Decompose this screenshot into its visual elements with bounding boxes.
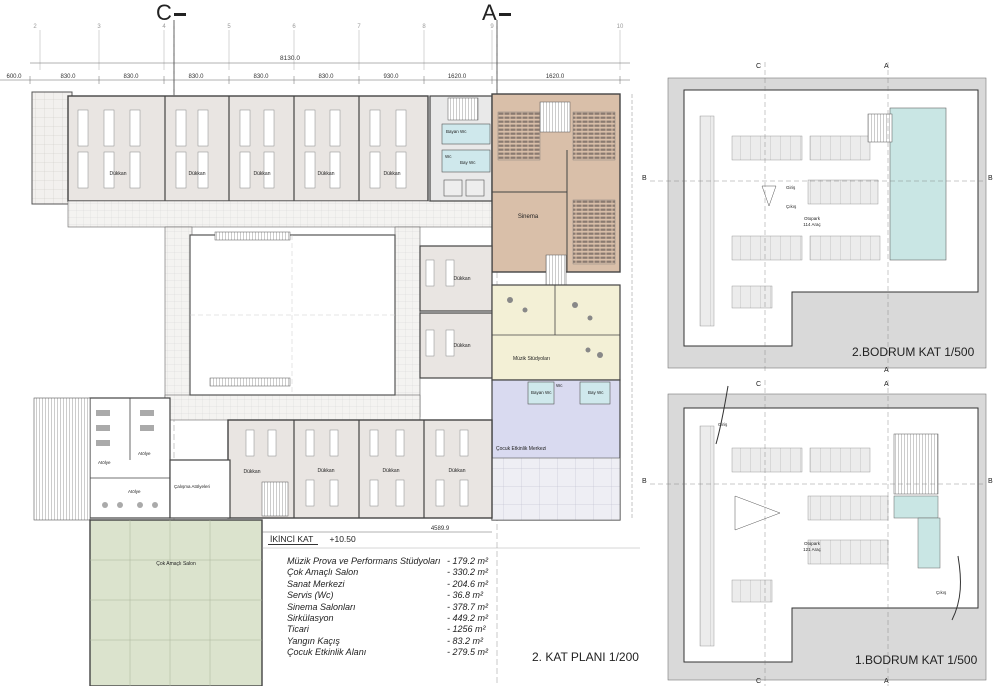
dimension-segment: 1620.0 (546, 74, 565, 80)
room-label-shop: Dükkan (318, 171, 335, 177)
room-label-atelier: Atölye (138, 451, 151, 456)
grid-number: 3 (97, 24, 101, 30)
room-label-wc-women: Bayan Wc (446, 129, 467, 134)
room-label-wc-men: Bay Wc (460, 160, 476, 165)
legend-row: Yangın Kaçış- 83.2 m² (287, 635, 484, 646)
axis-b-right: B (988, 175, 993, 182)
axis-a-top: A (884, 381, 889, 388)
basement2-plan: Giriş Çıkış Otopark 114 Araç C A B B A (642, 62, 993, 374)
room-label-shop: Dükkan (383, 468, 400, 474)
dimension-segment: 830.0 (123, 74, 139, 80)
grid-number: 7 (357, 24, 361, 30)
legend-row: Sirkülasyon- 449.2 m² (287, 612, 489, 623)
axis-a-bottom: A (884, 367, 889, 374)
room-label-atelier: Atölye (128, 489, 141, 494)
section-mark-a: A (482, 2, 511, 24)
grid-number: 8 (422, 24, 426, 30)
level-label: İKİNCİ KAT (270, 534, 314, 544)
room-label-cinema: Sinema (518, 214, 539, 220)
basement2-title: 2.BODRUM KAT 1/500 (852, 345, 975, 359)
dimension-segment: 830.0 (253, 74, 269, 80)
grid-number: 10 (617, 24, 624, 30)
room-label-multipurpose: Çok Amaçlı Salon (156, 561, 196, 567)
room-label-shop: Dükkan (189, 171, 206, 177)
axis-a-top: A (884, 63, 889, 70)
level-value: +10.50 (329, 534, 356, 544)
legend-row: Ticari- 1256 m² (287, 624, 486, 635)
parking-label: Otopark (804, 541, 821, 546)
dimension-segment: 830.0 (318, 74, 334, 80)
grid-number: 9 (490, 24, 494, 30)
level-underline (268, 544, 318, 545)
room-label-shop: Dükkan (454, 276, 471, 282)
axis-b-left: B (642, 175, 647, 182)
dimension-segment: 930.0 (383, 74, 399, 80)
room-label-wc: Wc (445, 154, 452, 159)
exit-label: Çıkış (786, 204, 797, 209)
legend-row: Servis (Wc)- 36.8 m² (287, 590, 484, 601)
legend-row: Çocuk Etkinlik Alanı- 279.5 m² (287, 647, 489, 658)
exit-label: Çıkış (936, 590, 947, 595)
grid-number: 4 (162, 24, 166, 30)
room-label-music: Müzik Stüdyoları (513, 356, 550, 362)
dimension-segment: 1620.0 (448, 74, 467, 80)
entry-label: Giriş (786, 185, 796, 190)
legend-row: Müzik Prova ve Performans Stüdyoları- 17… (287, 556, 489, 566)
bottom-dimension: 4589.9 (431, 526, 450, 532)
axis-c-top: C (756, 63, 761, 70)
room-label-wc-women: Bayan Wc (531, 390, 552, 395)
area-legend: Müzik Prova ve Performans Stüdyoları- 17… (287, 556, 507, 659)
axis-b-left: B (642, 478, 647, 485)
room-label-shop: Dükkan (454, 343, 471, 349)
axis-c-top: C (756, 381, 761, 388)
legend-row: Sinema Salonları- 378.7 m² (287, 601, 489, 612)
main-plan-title: 2. KAT PLANI 1/200 (532, 650, 639, 664)
parking-count: 114 Araç (803, 222, 821, 227)
room-label-shop: Dükkan (384, 171, 401, 177)
parking-label: Otopark (804, 216, 821, 221)
axis-a-bottom: A (884, 678, 889, 685)
dimension-segment: 830.0 (60, 74, 76, 80)
basement1-title: 1.BODRUM KAT 1/500 (855, 653, 978, 667)
dimension-segment: 600.0 (6, 74, 22, 80)
grid-number: 2 (33, 24, 37, 30)
room-label-atelier: Atölye (98, 460, 111, 465)
room-label-shop: Dükkan (254, 171, 271, 177)
level-note: İKİNCİ KAT +10.50 (270, 534, 356, 544)
legend-row: Sanat Merkezi- 204.6 m² (287, 578, 489, 589)
legend-row: Çok Amaçlı Salon- 330.2 m² (287, 567, 489, 578)
room-label-wc: Wc (556, 383, 563, 388)
dimension-segment: 830.0 (188, 74, 204, 80)
grid-number: 6 (292, 24, 296, 30)
room-label-wc-men: Bay Wc (588, 390, 604, 395)
room-label-shop: Dükkan (449, 468, 466, 474)
room-label-children-center: Çocuk Etkinlik Merkezi (496, 446, 546, 452)
entry-label: Giriş (718, 422, 728, 427)
room-label-shop: Dükkan (244, 469, 261, 475)
room-label-workshops: Çalışma Atölyeleri (174, 484, 210, 489)
section-mark-c: C (156, 2, 186, 24)
grid-number: 5 (227, 24, 231, 30)
room-label-shop: Dükkan (318, 468, 335, 474)
overall-dimension: 8130.0 (280, 55, 300, 62)
basement1-plan: Giriş Çıkış Otopark 121 Araç C A B B C A (642, 380, 993, 686)
axis-c-bottom: C (756, 678, 761, 685)
axis-b-right: B (988, 478, 993, 485)
room-label-shop: Dükkan (110, 171, 127, 177)
parking-count: 121 Araç (803, 547, 822, 552)
